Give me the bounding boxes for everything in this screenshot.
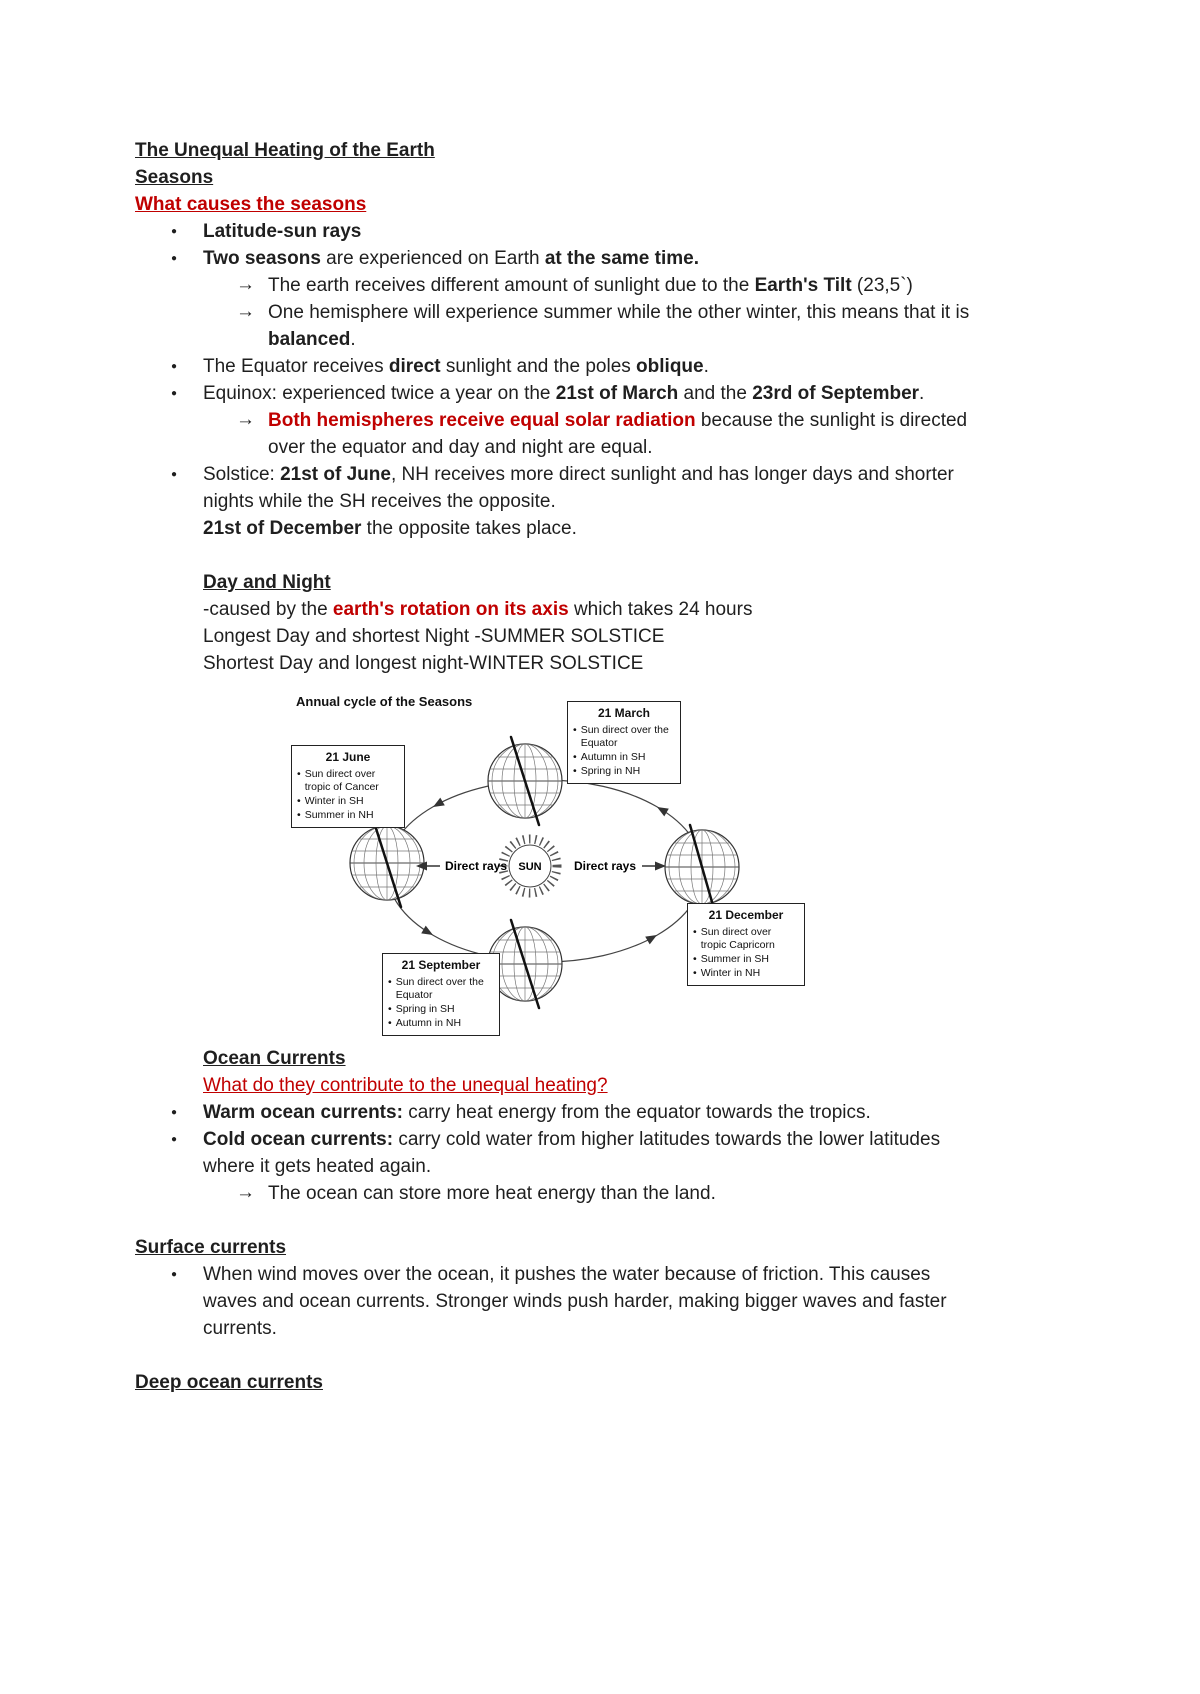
seasons-orbit-svg: SUN Direct rays Direct rays [290, 735, 850, 1010]
arrow-both-hemispheres: Both hemispheres receive equal solar rad… [135, 407, 983, 461]
seasons-diagram: Annual cycle of the Seasons [290, 691, 850, 1037]
rotation-line: -caused by the earth's rotation on its a… [203, 599, 753, 620]
longest-day-line: Longest Day and shortest Night -SUMMER S… [203, 626, 665, 647]
axis-march [509, 735, 541, 827]
causes-heading: What causes the seasons [135, 194, 367, 215]
bullet-solstice: Solstice: 21st of June, NH receives more… [135, 461, 983, 515]
axis-june [371, 817, 403, 909]
diagram-label-title: 21 March [597, 706, 651, 720]
diagram-label-21-june: 21 June Sun direct over tropic of Cancer… [291, 745, 405, 829]
bullet-surface-currents: When wind moves over the ocean, it pushe… [135, 1261, 983, 1342]
bullet-warm-currents: Warm ocean currents: carry heat energy f… [135, 1099, 983, 1126]
arrow-one-hemisphere: One hemisphere will experience summer wh… [135, 299, 983, 353]
diagram-label-item: Spring in SH [388, 1003, 494, 1017]
day-and-night-heading: Day and Night [203, 572, 331, 593]
diagram-label-21-march: 21 March Sun direct over the Equator Aut… [567, 701, 681, 785]
diagram-label-item: Winter in NH [693, 967, 799, 981]
orbit-arrow-top-right [654, 803, 669, 817]
diagram-label-item: Sun direct over tropic of Cancer [297, 768, 399, 795]
surface-currents-heading: Surface currents [135, 1237, 287, 1258]
diagram-label-item: Sun direct over the Equator [573, 724, 675, 751]
diagram-label-item: Autumn in NH [388, 1017, 494, 1031]
orbit-arrow-bottom-left [421, 925, 436, 939]
sun-rays-icon [498, 834, 562, 898]
diagram-label-item: Summer in NH [297, 809, 399, 823]
solstice-december-line: 21st of December the opposite takes plac… [203, 518, 577, 539]
orbit-arrow-top-left [430, 797, 445, 811]
direct-rays-left-label: Direct rays [445, 859, 507, 873]
main-heading: The Unequal Heating of the Earth [135, 140, 435, 161]
arrow-earth-tilt: The earth receives different amount of s… [135, 272, 983, 299]
bullet-latitude-sun-rays: Latitude-sun rays [135, 218, 983, 245]
orbit-arrow-bottom-right [645, 931, 660, 945]
arrow-ocean-store: The ocean can store more heat energy tha… [135, 1180, 983, 1207]
diagram-label-item: Spring in NH [573, 765, 675, 779]
direct-rays-right-arrow [655, 861, 666, 871]
sun: SUN [498, 834, 562, 898]
diagram-label-item: Summer in SH [693, 953, 799, 967]
diagram-label-item: Autumn in SH [573, 751, 675, 765]
diagram-label-21-december: 21 December Sun direct over tropic Capri… [687, 903, 805, 987]
diagram-label-21-september: 21 September Sun direct over the Equator… [382, 953, 500, 1037]
bullet-equinox: Equinox: experienced twice a year on the… [135, 380, 983, 407]
seasons-heading: Seasons [135, 167, 214, 188]
bullet-equator: The Equator receives direct sunlight and… [135, 353, 983, 380]
ocean-currents-heading: Ocean Currents [203, 1048, 346, 1069]
ocean-question-line: What do they contribute to the unequal h… [203, 1075, 608, 1096]
axis-december [688, 823, 716, 911]
deep-ocean-currents-heading: Deep ocean currents [135, 1372, 323, 1393]
document-content: The Unequal Heating of the Earth Seasons… [135, 137, 983, 1396]
diagram-label-title: 21 September [401, 958, 481, 972]
diagram-label-title: 21 June [325, 750, 371, 764]
bullet-two-seasons: Two seasons are experienced on Earth at … [135, 245, 983, 272]
axis-september [509, 918, 541, 1010]
sun-label: SUN [518, 861, 541, 873]
bullet-cold-currents: Cold ocean currents: carry cold water fr… [135, 1126, 983, 1180]
diagram-label-title: 21 December [708, 908, 784, 922]
diagram-label-item: Sun direct over tropic Capricorn [693, 926, 799, 953]
direct-rays-right-label: Direct rays [574, 859, 636, 873]
diagram-label-item: Winter in SH [297, 795, 399, 809]
diagram-label-item: Sun direct over the Equator [388, 976, 494, 1003]
shortest-day-line: Shortest Day and longest night-WINTER SO… [203, 653, 644, 674]
diagram-title: Annual cycle of the Seasons [296, 694, 473, 709]
